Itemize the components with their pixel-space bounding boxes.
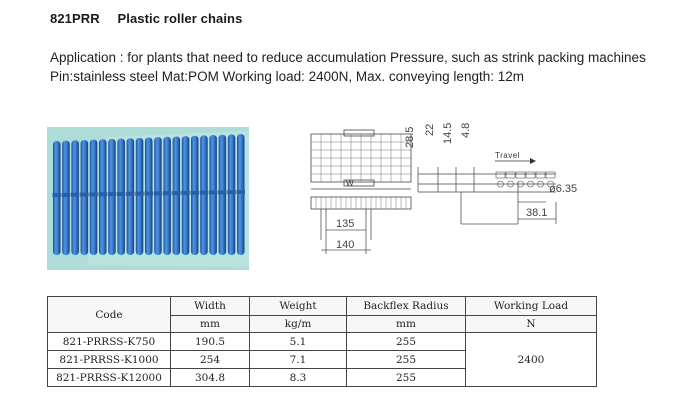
roller bbox=[209, 135, 217, 255]
roller bbox=[71, 140, 79, 255]
roller bbox=[53, 141, 61, 255]
roller-band bbox=[80, 192, 89, 197]
roller-band bbox=[107, 192, 117, 197]
page-title: 821PRR Plastic roller chains bbox=[50, 11, 242, 26]
cell-weight: 7.1 bbox=[249, 350, 347, 369]
cell-weight: 5.1 bbox=[249, 332, 347, 351]
dim-22-label: 22 bbox=[424, 124, 436, 136]
roller bbox=[99, 139, 107, 255]
bottom-view: 135 140 bbox=[310, 196, 412, 254]
table-row: 821-PRRSS-K12000 304.8 8.3 255 bbox=[47, 368, 597, 387]
dim-14-5-label: 14.5 bbox=[442, 123, 454, 144]
roller-band bbox=[116, 191, 126, 196]
header-weight: Weight bbox=[249, 296, 347, 316]
unit-backflex: mm bbox=[346, 315, 466, 333]
roller bbox=[145, 137, 153, 255]
cell-backflex: 255 bbox=[346, 332, 466, 351]
roller-band bbox=[126, 191, 135, 196]
cell-width: 304.8 bbox=[170, 368, 250, 387]
roller-band bbox=[172, 191, 181, 196]
roller bbox=[126, 138, 135, 255]
roller bbox=[172, 136, 181, 255]
roller-band bbox=[70, 192, 80, 197]
spec-table: Code Width Weight Backflex Radius Workin… bbox=[47, 296, 597, 387]
top-view: W bbox=[310, 129, 412, 190]
roller bbox=[135, 137, 144, 255]
roller-band bbox=[135, 191, 144, 196]
application-text: Application : for plants that need to re… bbox=[50, 50, 646, 65]
roller-band bbox=[190, 190, 199, 195]
roller-band bbox=[236, 190, 245, 194]
roller bbox=[191, 135, 199, 255]
roller bbox=[154, 137, 162, 255]
cell-code: 821-PRRSS-K750 bbox=[47, 332, 171, 351]
product-photo bbox=[47, 127, 249, 270]
cell-code: 821-PRRSS-K1000 bbox=[47, 350, 171, 369]
roller bbox=[108, 138, 116, 255]
technical-drawing: W 135 140 28.5 22 14.5 4.8 bbox=[306, 112, 606, 267]
roller bbox=[163, 136, 171, 255]
table-row: 821-PRRSS-K750 190.5 5.1 255 2400 bbox=[47, 332, 597, 387]
roller-band bbox=[89, 192, 98, 197]
side-view: 28.5 22 14.5 4.8 Travel ø6.35 38.1 bbox=[404, 123, 577, 225]
unit-width: mm bbox=[170, 315, 250, 333]
cell-backflex: 255 bbox=[346, 350, 466, 369]
header-backflex: Backflex Radius bbox=[346, 296, 466, 316]
roller-band bbox=[199, 190, 209, 195]
roller-band bbox=[208, 190, 218, 195]
roller bbox=[62, 140, 70, 255]
roller-band bbox=[162, 191, 172, 196]
unit-load: N bbox=[465, 315, 597, 333]
table-units-row: mm kg/m mm N bbox=[48, 315, 597, 333]
roller-band bbox=[61, 192, 71, 197]
specs-text: Pin:stainless steel Mat:POM Working load… bbox=[50, 69, 524, 84]
header-code: Code bbox=[47, 296, 171, 333]
chain-dimension-drawing: W 135 140 28.5 22 14.5 4.8 bbox=[310, 123, 577, 254]
cell-backflex: 255 bbox=[346, 368, 466, 387]
roller-band bbox=[144, 191, 153, 196]
cell-code: 821-PRRSS-K12000 bbox=[47, 368, 171, 387]
roller bbox=[181, 136, 190, 255]
roller bbox=[80, 139, 89, 255]
roller-band bbox=[52, 193, 61, 197]
dim-135-label: 135 bbox=[336, 218, 354, 230]
dim-pin-label: ø6.35 bbox=[549, 183, 577, 195]
cell-working-load: 2400 bbox=[465, 332, 597, 387]
roller bbox=[218, 134, 227, 255]
unit-weight: kg/m bbox=[249, 315, 347, 333]
roller-band bbox=[98, 192, 107, 197]
product-code: 821PRR bbox=[50, 11, 100, 26]
cell-width: 190.5 bbox=[170, 332, 250, 351]
cell-weight: 8.3 bbox=[249, 368, 347, 387]
roller bbox=[227, 134, 236, 255]
product-name: Plastic roller chains bbox=[117, 11, 243, 26]
roller-band bbox=[153, 191, 163, 196]
travel-label: Travel bbox=[495, 151, 520, 160]
roller-band bbox=[227, 190, 236, 195]
table-header-row: Code Width Weight Backflex Radius Workin… bbox=[47, 296, 597, 333]
header-load: Working Load bbox=[465, 296, 597, 316]
roller bbox=[200, 135, 208, 255]
roller-chain-image bbox=[47, 127, 249, 270]
dim-pitch-label: 38.1 bbox=[526, 207, 547, 219]
dim-4-8-label: 4.8 bbox=[460, 123, 472, 138]
dim-140-label: 140 bbox=[336, 239, 354, 251]
roller bbox=[117, 138, 125, 255]
roller bbox=[237, 134, 245, 255]
dim-28-5-label: 28.5 bbox=[404, 127, 416, 148]
cell-width: 254 bbox=[170, 350, 250, 369]
table-row: 821-PRRSS-K1000 254 7.1 255 bbox=[47, 350, 597, 369]
header-width: Width bbox=[170, 296, 250, 316]
roller bbox=[89, 139, 98, 255]
dim-w-label: W bbox=[346, 179, 354, 188]
roller-band bbox=[181, 190, 190, 195]
roller-band bbox=[218, 190, 227, 195]
